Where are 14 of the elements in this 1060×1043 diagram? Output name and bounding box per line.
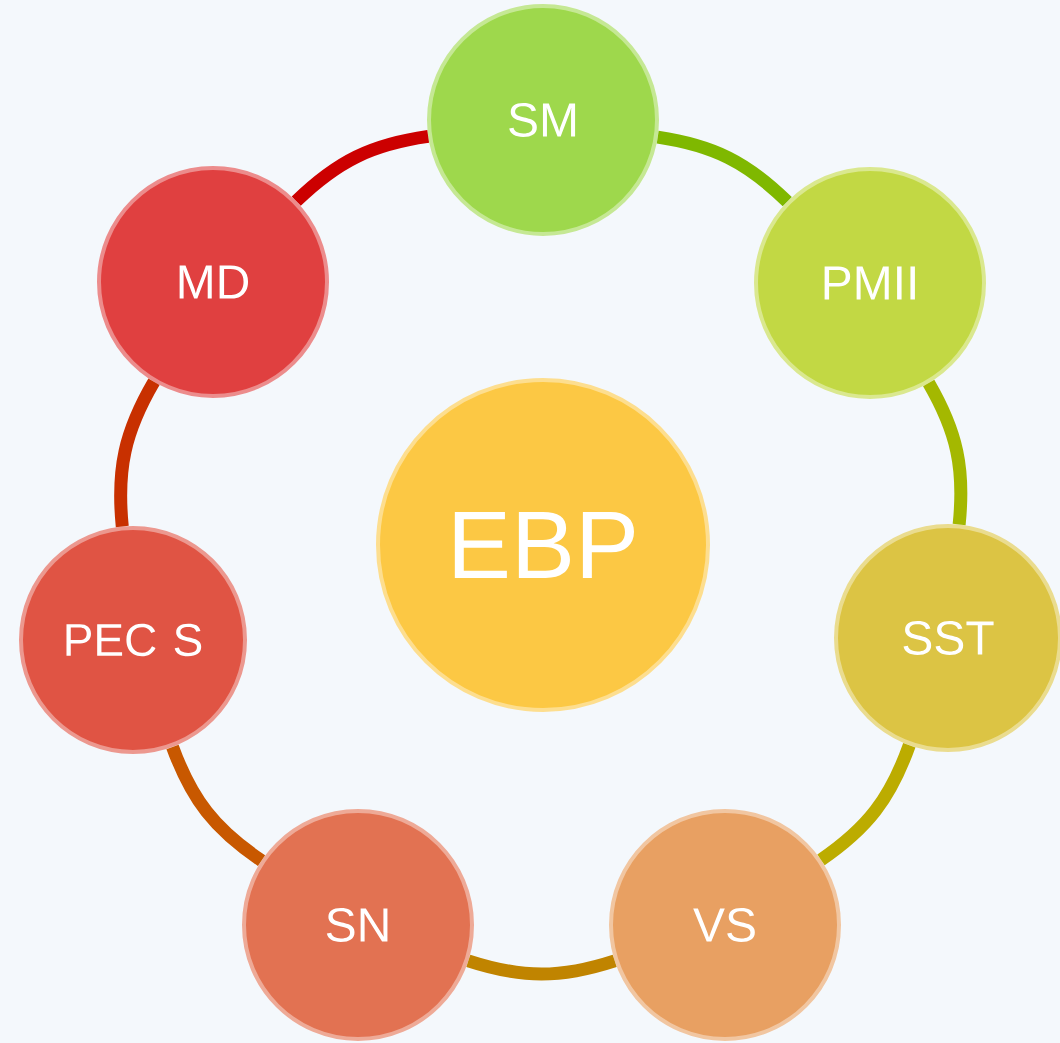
ring-segment [817,742,916,866]
ring-segment [466,954,617,981]
ring-segment [291,130,430,206]
circle-node: VS [609,809,841,1041]
circle-node: MD [97,166,329,398]
circle-node: SST [834,524,1060,752]
circle-node: SN [242,809,474,1041]
circle-node: SM [427,4,659,236]
circle-node: PMII [754,167,986,399]
ring-segment [656,130,792,207]
ring-segment [923,379,968,526]
circle-node: PEC S [19,526,247,754]
ring-segment [114,378,160,528]
ring-segment [166,744,266,866]
